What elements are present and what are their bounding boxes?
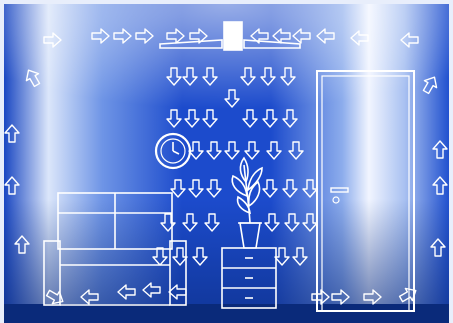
wall-clock-icon xyxy=(156,134,190,168)
floor-strip xyxy=(4,304,449,323)
